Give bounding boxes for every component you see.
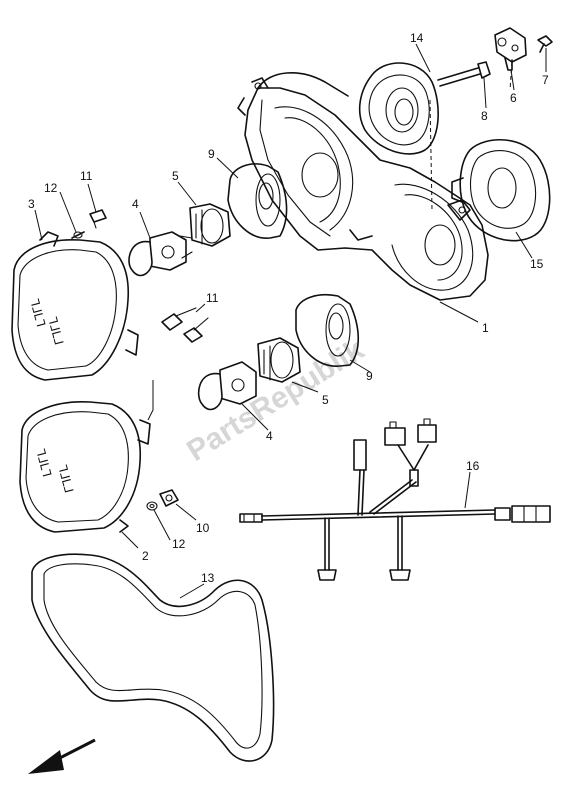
headlight-part-2: ᒣᒧᒪᒣ ᒣᒧᒪᒧ [19,401,151,533]
socket-part-5-upper [189,203,231,247]
svg-text:ᒣᒧᒪᒣ: ᒣᒧᒪᒣ [27,297,48,328]
callout-4-lower: 4 [266,429,273,443]
callout-9-upper: 9 [208,147,215,161]
meter-case-part-15 [451,139,551,242]
callout-4-upper: 4 [132,197,139,211]
svg-text:ᒣᒧᒪᒧ: ᒣᒧᒪᒧ [45,315,66,346]
callout-14: 14 [410,31,424,45]
washer-part-12-lower [146,501,158,511]
bulb-part-4-upper [128,231,193,277]
alignment-line [509,61,513,91]
callout-3: 3 [28,197,35,211]
alignment-line [429,99,433,211]
svg-text:ᒣᒧᒪᒧ: ᒣᒧᒪᒧ [55,463,76,494]
headlight-housing-part-1 [237,72,489,301]
washer-part-12-upper [71,231,85,239]
callout-11-mid: 11 [206,291,219,305]
callout-11-upper: 11 [80,169,93,183]
arrow-down-left-icon [28,738,96,774]
wire-harness-part-16 [239,418,551,581]
callout-5-upper: 5 [172,169,179,183]
callout-1: 1 [482,321,489,335]
leader-lines [34,43,547,599]
bolt-part-8 [437,61,491,87]
screw-part-7 [537,35,553,53]
callout-10: 10 [196,521,210,535]
svg-text:ᒣᒧᒪᒣ: ᒣᒧᒪᒣ [33,447,54,478]
bolt-part-10 [159,489,179,507]
bulb-part-4-lower [197,361,257,411]
callout-9-lower: 9 [366,369,373,383]
meter-case-part-14 [358,62,439,155]
callout-12-lower: 12 [172,537,186,551]
callout-13: 13 [201,571,215,585]
callout-labels: 1 2 3 4 4 5 5 6 7 8 9 9 10 11 11 12 12 1… [28,31,549,585]
seal-part-13 [31,553,275,762]
callout-12-upper: 12 [44,181,58,195]
callout-5-lower: 5 [322,393,329,407]
callout-8: 8 [481,109,488,123]
bolt-part-11-upper [89,209,107,229]
headlight-part-3: ᒣᒧᒪᒣ ᒣᒧᒪᒧ [11,231,139,381]
callout-16: 16 [466,459,480,473]
socket-part-5-lower [257,337,301,383]
boot-part-9-lower [295,294,360,367]
boot-part-9-upper [227,163,288,239]
callout-7: 7 [542,73,549,87]
bracket-part-6 [494,27,527,71]
bolt-part-11-mid [161,307,209,343]
callout-6: 6 [510,91,517,105]
callout-15: 15 [530,257,544,271]
callout-2: 2 [142,549,149,563]
